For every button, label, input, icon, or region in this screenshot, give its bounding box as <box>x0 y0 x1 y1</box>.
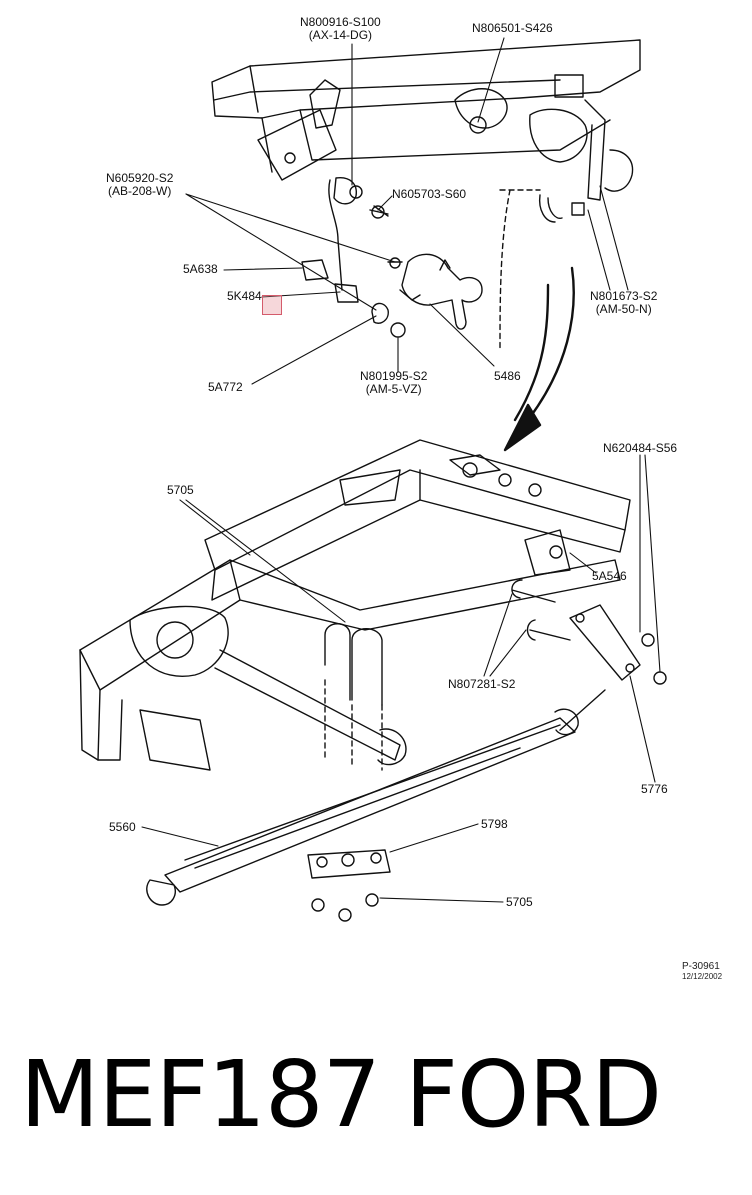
callout-n801995: N801995-S2 (AM-5-VZ) <box>360 370 427 396</box>
callout-5486-part: 5486 <box>494 369 521 383</box>
callout-n605703: N605703-S60 <box>392 188 466 201</box>
lower-frame-rail <box>79 439 631 761</box>
callout-n807281: N807281-S2 <box>448 678 515 691</box>
callout-5705-upper-part: 5705 <box>167 483 194 497</box>
callout-5a546-part: 5A546 <box>592 569 627 583</box>
callout-n801673-code: (AM-50-N) <box>595 302 652 316</box>
callout-5a772: 5A772 <box>208 381 243 394</box>
callout-n801995-code: (AM-5-VZ) <box>365 382 422 396</box>
callout-n800916-part: N800916-S100 <box>300 15 381 29</box>
callout-5798: 5798 <box>481 818 508 831</box>
spring-plate-5798 <box>307 849 391 922</box>
stabilizer-link-assembly <box>301 177 483 338</box>
part-code: MEF187 <box>20 1041 381 1148</box>
callout-5560-part: 5560 <box>109 820 136 834</box>
callout-n605920-code: (AB-208-W) <box>108 184 172 198</box>
figure-number: P-30961 <box>682 961 720 972</box>
callout-5560: 5560 <box>109 821 136 834</box>
callout-n801673-part: N801673-S2 <box>590 289 658 303</box>
callout-5a546: 5A546 <box>592 570 627 583</box>
axle-and-differential <box>129 605 407 771</box>
callout-n801995-part: N801995-S2 <box>360 369 428 383</box>
callout-n801673: N801673-S2 (AM-50-N) <box>590 290 657 316</box>
callout-5776-part: 5776 <box>641 782 668 796</box>
callout-5705-lower: 5705 <box>506 896 533 909</box>
callout-5486: 5486 <box>494 370 521 383</box>
callout-n620484-part: N620484-S56 <box>603 441 678 455</box>
callout-n800916-code: (AX-14-DG) <box>308 28 373 42</box>
leaf-spring <box>146 689 606 906</box>
callout-5k484-part: 5K484 <box>227 289 262 303</box>
callout-n605703-part: N605703-S60 <box>392 187 467 201</box>
callout-5a638: 5A638 <box>183 263 218 276</box>
figure-date: 12/12/2002 <box>682 972 723 981</box>
callout-n605920-part: N605920-S2 <box>106 171 174 185</box>
u-bolts <box>324 623 383 771</box>
callout-n806501: N806501-S426 <box>472 22 553 35</box>
callout-5705-upper: 5705 <box>167 484 194 497</box>
leader-lines <box>141 37 661 903</box>
callout-5705-lower-part: 5705 <box>506 895 533 909</box>
callout-n605920: N605920-S2 (AB-208-W) <box>106 172 173 198</box>
upper-frame-crossmember <box>211 39 641 223</box>
callout-n620484: N620484-S56 <box>603 442 677 455</box>
callout-5798-part: 5798 <box>481 817 508 831</box>
callout-5k484: 5K484 <box>227 290 262 303</box>
callout-5776: 5776 <box>641 783 668 796</box>
callout-n806501-part: N806501-S426 <box>472 21 553 35</box>
callout-n800916: N800916-S100 (AX-14-DG) <box>300 16 381 42</box>
callout-5a772-part: 5A772 <box>208 380 243 394</box>
callout-n807281-part: N807281-S2 <box>448 677 516 691</box>
brand-name: FORD <box>405 1041 662 1148</box>
curved-direction-arrow <box>503 266 575 452</box>
highlight-marker <box>262 295 282 315</box>
figure-reference: P-30961 12/12/2002 <box>682 962 722 982</box>
callout-5a638-part: 5A638 <box>183 262 218 276</box>
shackle-5776 <box>511 579 667 685</box>
suspension-exploded-drawing <box>79 37 667 922</box>
